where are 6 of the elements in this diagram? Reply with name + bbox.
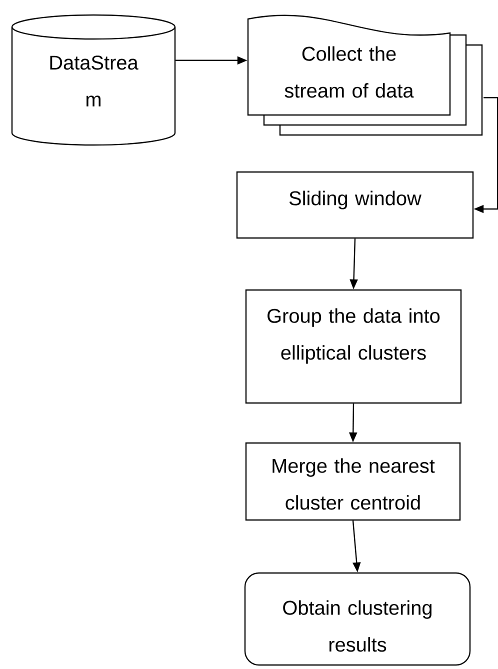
process-box: Sliding window	[236, 171, 474, 239]
database-cylinder: DataStrea m	[11, 14, 176, 146]
process-box: Merge the nearest cluster centroid	[245, 442, 461, 521]
process-box: Group the data into elliptical clusters	[245, 289, 462, 404]
document-stack: Collect the stream of data	[247, 14, 483, 136]
terminal-box: Obtain clustering results	[244, 572, 471, 666]
